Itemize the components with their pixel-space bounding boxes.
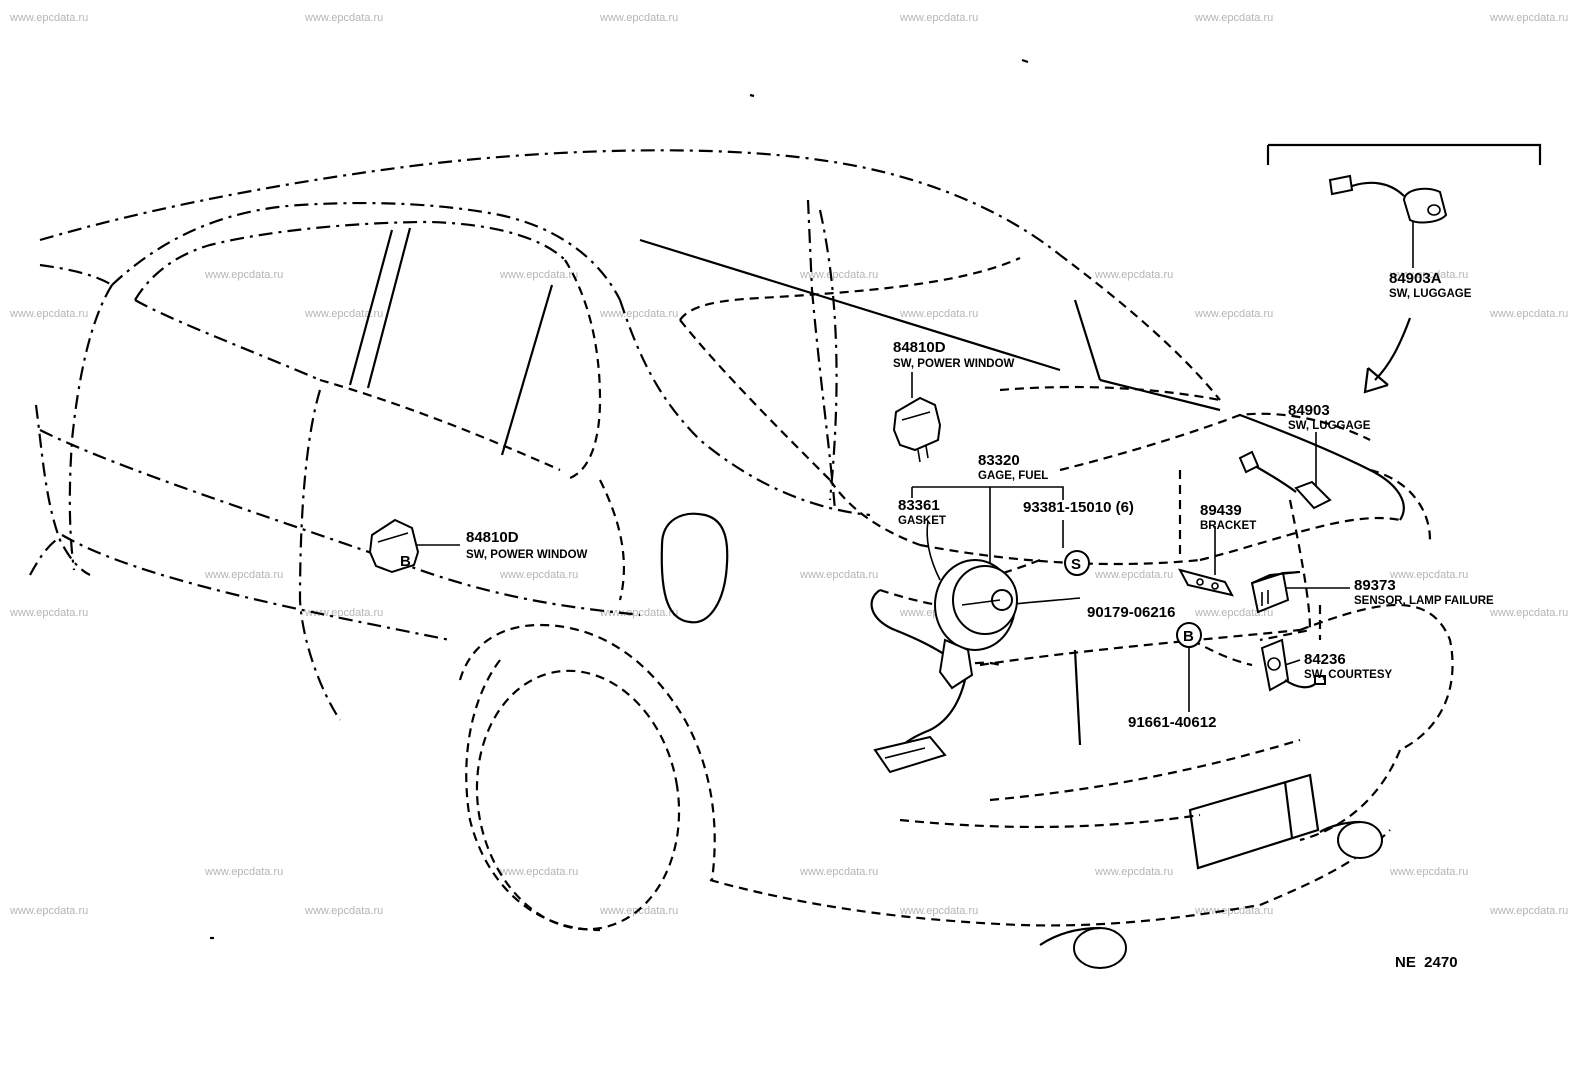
part-number: 89439 [1200, 502, 1242, 519]
part-sw-luggage [1238, 450, 1332, 510]
part-name: GASKET [898, 515, 946, 527]
watermark: www.epcdata.ru [599, 308, 678, 320]
part-number: 89373 [1354, 577, 1396, 594]
watermark: www.epcdata.ru [304, 12, 383, 24]
watermark: www.epcdata.ru [1489, 905, 1568, 917]
part-name: GAGE, FUEL [978, 470, 1048, 482]
watermark: www.epcdata.ru [1194, 12, 1273, 24]
exhaust-tip-right [1337, 821, 1383, 859]
callout-bolt-91661: 91661-40612 [1128, 714, 1216, 731]
watermark: www.epcdata.ru [1389, 269, 1468, 281]
watermark: www.epcdata.ru [204, 569, 283, 581]
watermark: www.epcdata.ru [799, 569, 878, 581]
watermark: www.epcdata.ru [599, 12, 678, 24]
marker-b: B [1176, 622, 1202, 648]
watermark: www.epcdata.ru [1489, 607, 1568, 619]
watermark: www.epcdata.ru [1094, 269, 1173, 281]
part-sw-power-window-door: B [368, 518, 420, 574]
watermark: www.epcdata.ru [499, 569, 578, 581]
watermark: www.epcdata.ru [499, 866, 578, 878]
callout-sw-luggage: 84903 SW, LUGGAGE [1288, 402, 1371, 432]
watermark: www.epcdata.ru [799, 269, 878, 281]
watermark: www.epcdata.ru [1194, 308, 1273, 320]
part-name: SW, POWER WINDOW [893, 358, 1015, 370]
watermark: www.epcdata.ru [204, 269, 283, 281]
watermark: www.epcdata.ru [1194, 607, 1273, 619]
part-number: 83320 [978, 452, 1020, 469]
s-symbol: S [1071, 556, 1081, 573]
watermark: www.epcdata.ru [1094, 866, 1173, 878]
marker-s: S [1064, 550, 1090, 576]
callout-sw-power-window-door: 84810D SW, POWER WINDOW [466, 529, 588, 561]
watermark: www.epcdata.ru [1389, 569, 1468, 581]
watermark: www.epcdata.ru [499, 269, 578, 281]
diagram-code: NE 2470 [1395, 954, 1458, 971]
watermark: www.epcdata.ru [1489, 12, 1568, 24]
b-mark-on-switch: B [400, 553, 411, 570]
part-name: SW, LUGGAGE [1288, 420, 1371, 432]
watermark: www.epcdata.ru [899, 12, 978, 24]
part-bracket [1178, 568, 1234, 597]
callout-screw-93381: 93381-15010 (6) [1023, 499, 1134, 516]
watermark: www.epcdata.ru [9, 607, 88, 619]
watermark: www.epcdata.ru [9, 905, 88, 917]
watermark: www.epcdata.ru [204, 866, 283, 878]
car-body-outline [29, 58, 1454, 969]
part-name: SW, COURTESY [1304, 669, 1393, 681]
watermark: www.epcdata.ru [1094, 569, 1173, 581]
watermark: www.epcdata.ru [899, 308, 978, 320]
part-sw-courtesy [1260, 638, 1326, 692]
part-number: 84903 [1288, 402, 1330, 419]
part-name: SENSOR, LAMP FAILURE [1354, 595, 1494, 607]
watermark: www.epcdata.ru [304, 308, 383, 320]
part-sw-luggage-variant [1328, 174, 1448, 224]
callout-gage-fuel: 83320 GAGE, FUEL [978, 452, 1048, 482]
callout-gasket: 83361 GASKET [898, 497, 946, 527]
watermark: www.epcdata.ru [9, 308, 88, 320]
watermark: www.epcdata.ru [799, 866, 878, 878]
b-symbol: B [1183, 628, 1194, 645]
watermark: www.epcdata.ru [304, 607, 383, 619]
part-name: SW, LUGGAGE [1389, 288, 1472, 300]
callout-sw-power-window-upper: 84810D SW, POWER WINDOW [893, 339, 1015, 370]
callout-sw-courtesy: 84236 SW, COURTESY [1304, 651, 1393, 681]
part-name: BRACKET [1200, 520, 1256, 532]
watermark: www.epcdata.ru [9, 12, 88, 24]
watermark: www.epcdata.ru [304, 905, 383, 917]
callout-sensor-lamp-failure: 89373 SENSOR, LAMP FAILURE [1354, 577, 1494, 607]
callout-bolt-90179: 90179-06216 [1087, 604, 1175, 621]
part-number: 93381-15010 (6) [1023, 499, 1134, 516]
part-number: 84810D [893, 339, 946, 356]
leader-lines [416, 143, 1542, 712]
part-number: 84810D [466, 529, 519, 546]
part-number: 90179-06216 [1087, 604, 1175, 621]
part-number: 91661-40612 [1128, 714, 1216, 731]
watermark: www.epcdata.ru [1194, 905, 1273, 917]
part-sw-power-window-upper [892, 396, 942, 463]
watermark: www.epcdata.ru [899, 905, 978, 917]
watermark: www.epcdata.ru [599, 607, 678, 619]
watermark: www.epcdata.ru [1489, 308, 1568, 320]
part-number: 83361 [898, 497, 940, 514]
callout-sw-luggage-variant: 84903A SW, LUGGAGE [1389, 270, 1472, 300]
part-fuel-gage-assembly [873, 559, 1018, 774]
part-sensor-lamp-failure [1250, 571, 1301, 614]
part-name: SW, POWER WINDOW [466, 549, 588, 561]
callout-bracket: 89439 BRACKET [1200, 502, 1256, 532]
watermark-layer: www.epcdata.ru www.epcdata.ru www.epcdat… [9, 12, 1568, 917]
fuel-filler-door [660, 512, 729, 624]
exhaust-tip-left [1073, 927, 1127, 969]
part-number: 84903A [1389, 270, 1442, 287]
watermark: www.epcdata.ru [1389, 866, 1468, 878]
part-number: 84236 [1304, 651, 1346, 668]
